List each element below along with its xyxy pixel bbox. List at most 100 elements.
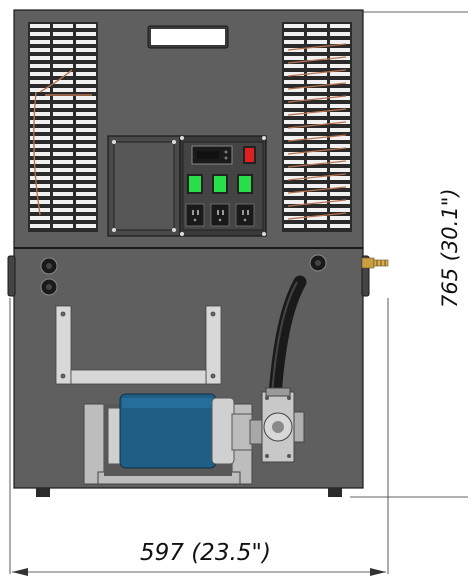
vent-slat — [284, 48, 304, 52]
vent-slat — [284, 24, 304, 28]
vent-slat — [53, 96, 73, 100]
vent-slat — [284, 160, 304, 164]
right-vent — [282, 22, 352, 232]
vent-slat — [53, 152, 73, 156]
mount-bracket — [55, 305, 222, 385]
pump-switches — [187, 174, 253, 194]
vent-slat — [76, 40, 96, 44]
vent-slat — [330, 168, 350, 172]
vent-slat — [76, 184, 96, 188]
vent-slat — [284, 152, 304, 156]
condenser-coil — [287, 121, 347, 129]
condenser-coil — [287, 212, 347, 220]
condenser-coil — [287, 186, 347, 194]
vent-slat — [307, 64, 327, 68]
vent-slat — [330, 24, 350, 28]
vent-slat — [30, 96, 50, 100]
condenser-coil — [287, 56, 347, 64]
vent-slat — [330, 152, 350, 156]
vent-slat — [330, 224, 350, 228]
vent-slat — [307, 176, 327, 180]
vent-slat — [284, 32, 304, 36]
vent-slat — [330, 72, 350, 76]
toggle-switch-icon[interactable] — [189, 176, 201, 192]
vent-slat — [30, 224, 50, 228]
control-panel — [179, 135, 267, 237]
toggle-switch-icon[interactable] — [239, 176, 251, 192]
vent-slat — [76, 88, 96, 92]
vent-slat — [284, 184, 304, 188]
vent-slat — [76, 32, 96, 36]
vent-slat — [76, 128, 96, 132]
vent-slat — [284, 168, 304, 172]
vent-slat — [30, 152, 50, 156]
vent-slat — [330, 80, 350, 84]
condenser-coil — [287, 173, 347, 181]
vent-slat — [30, 136, 50, 140]
vent-slat — [284, 40, 304, 44]
vent-slat — [307, 48, 327, 52]
vent-slat — [307, 72, 327, 76]
dimension-lines — [9, 11, 468, 574]
vent-slat — [53, 80, 73, 84]
vent-slat — [76, 72, 96, 76]
vent-slat — [307, 120, 327, 124]
vent-slat — [330, 144, 350, 148]
vent-slat — [284, 96, 304, 100]
vent-slat — [30, 64, 50, 68]
vent-slat — [76, 112, 96, 116]
vent-slat — [76, 200, 96, 204]
vent-slat — [53, 104, 73, 108]
vent-slat — [76, 208, 96, 212]
vent-slat — [53, 88, 73, 92]
vent-slat — [76, 120, 96, 124]
vent-slat — [76, 144, 96, 148]
vent-slat — [76, 216, 96, 220]
vent-slat — [284, 80, 304, 84]
vent-slat — [307, 200, 327, 204]
condenser-coil — [287, 199, 347, 207]
vent-slat — [53, 160, 73, 164]
toggle-switch-icon[interactable] — [214, 176, 226, 192]
power-outlets — [185, 203, 255, 227]
vent-slat — [53, 200, 73, 204]
vent-slat — [53, 120, 73, 124]
vent-slat — [284, 176, 304, 180]
vent-slat — [307, 216, 327, 220]
vent-slat — [76, 24, 96, 28]
vent-slat — [307, 40, 327, 44]
vent-slat — [330, 64, 350, 68]
vent-slat — [284, 64, 304, 68]
vent-slat — [30, 184, 50, 188]
vent-slat — [53, 216, 73, 220]
fluid-ports — [40, 254, 327, 296]
vent-slat — [30, 120, 50, 124]
condenser-coil — [287, 95, 347, 103]
vent-slat — [76, 136, 96, 140]
condenser-coil — [287, 147, 347, 155]
vent-slat — [30, 72, 50, 76]
vent-slat — [330, 136, 350, 140]
vent-slat — [284, 104, 304, 108]
vent-slat — [53, 168, 73, 172]
vent-slat — [76, 192, 96, 196]
vent-slat — [30, 216, 50, 220]
vent-slat — [284, 208, 304, 212]
vent-slat — [307, 112, 327, 116]
vent-slat — [30, 176, 50, 180]
vent-slat — [330, 88, 350, 92]
vent-slat — [307, 144, 327, 148]
vent-slat — [330, 32, 350, 36]
vent-slat — [30, 144, 50, 148]
power-switch-icon[interactable] — [245, 148, 254, 162]
vent-slat — [53, 32, 73, 36]
vent-slat — [53, 64, 73, 68]
vent-slat — [30, 40, 50, 44]
condenser-coil — [287, 160, 347, 168]
vent-slat — [30, 128, 50, 132]
vent-slat — [307, 96, 327, 100]
vent-slat — [30, 32, 50, 36]
vent-slat — [30, 56, 50, 60]
condenser-coil — [287, 69, 347, 77]
